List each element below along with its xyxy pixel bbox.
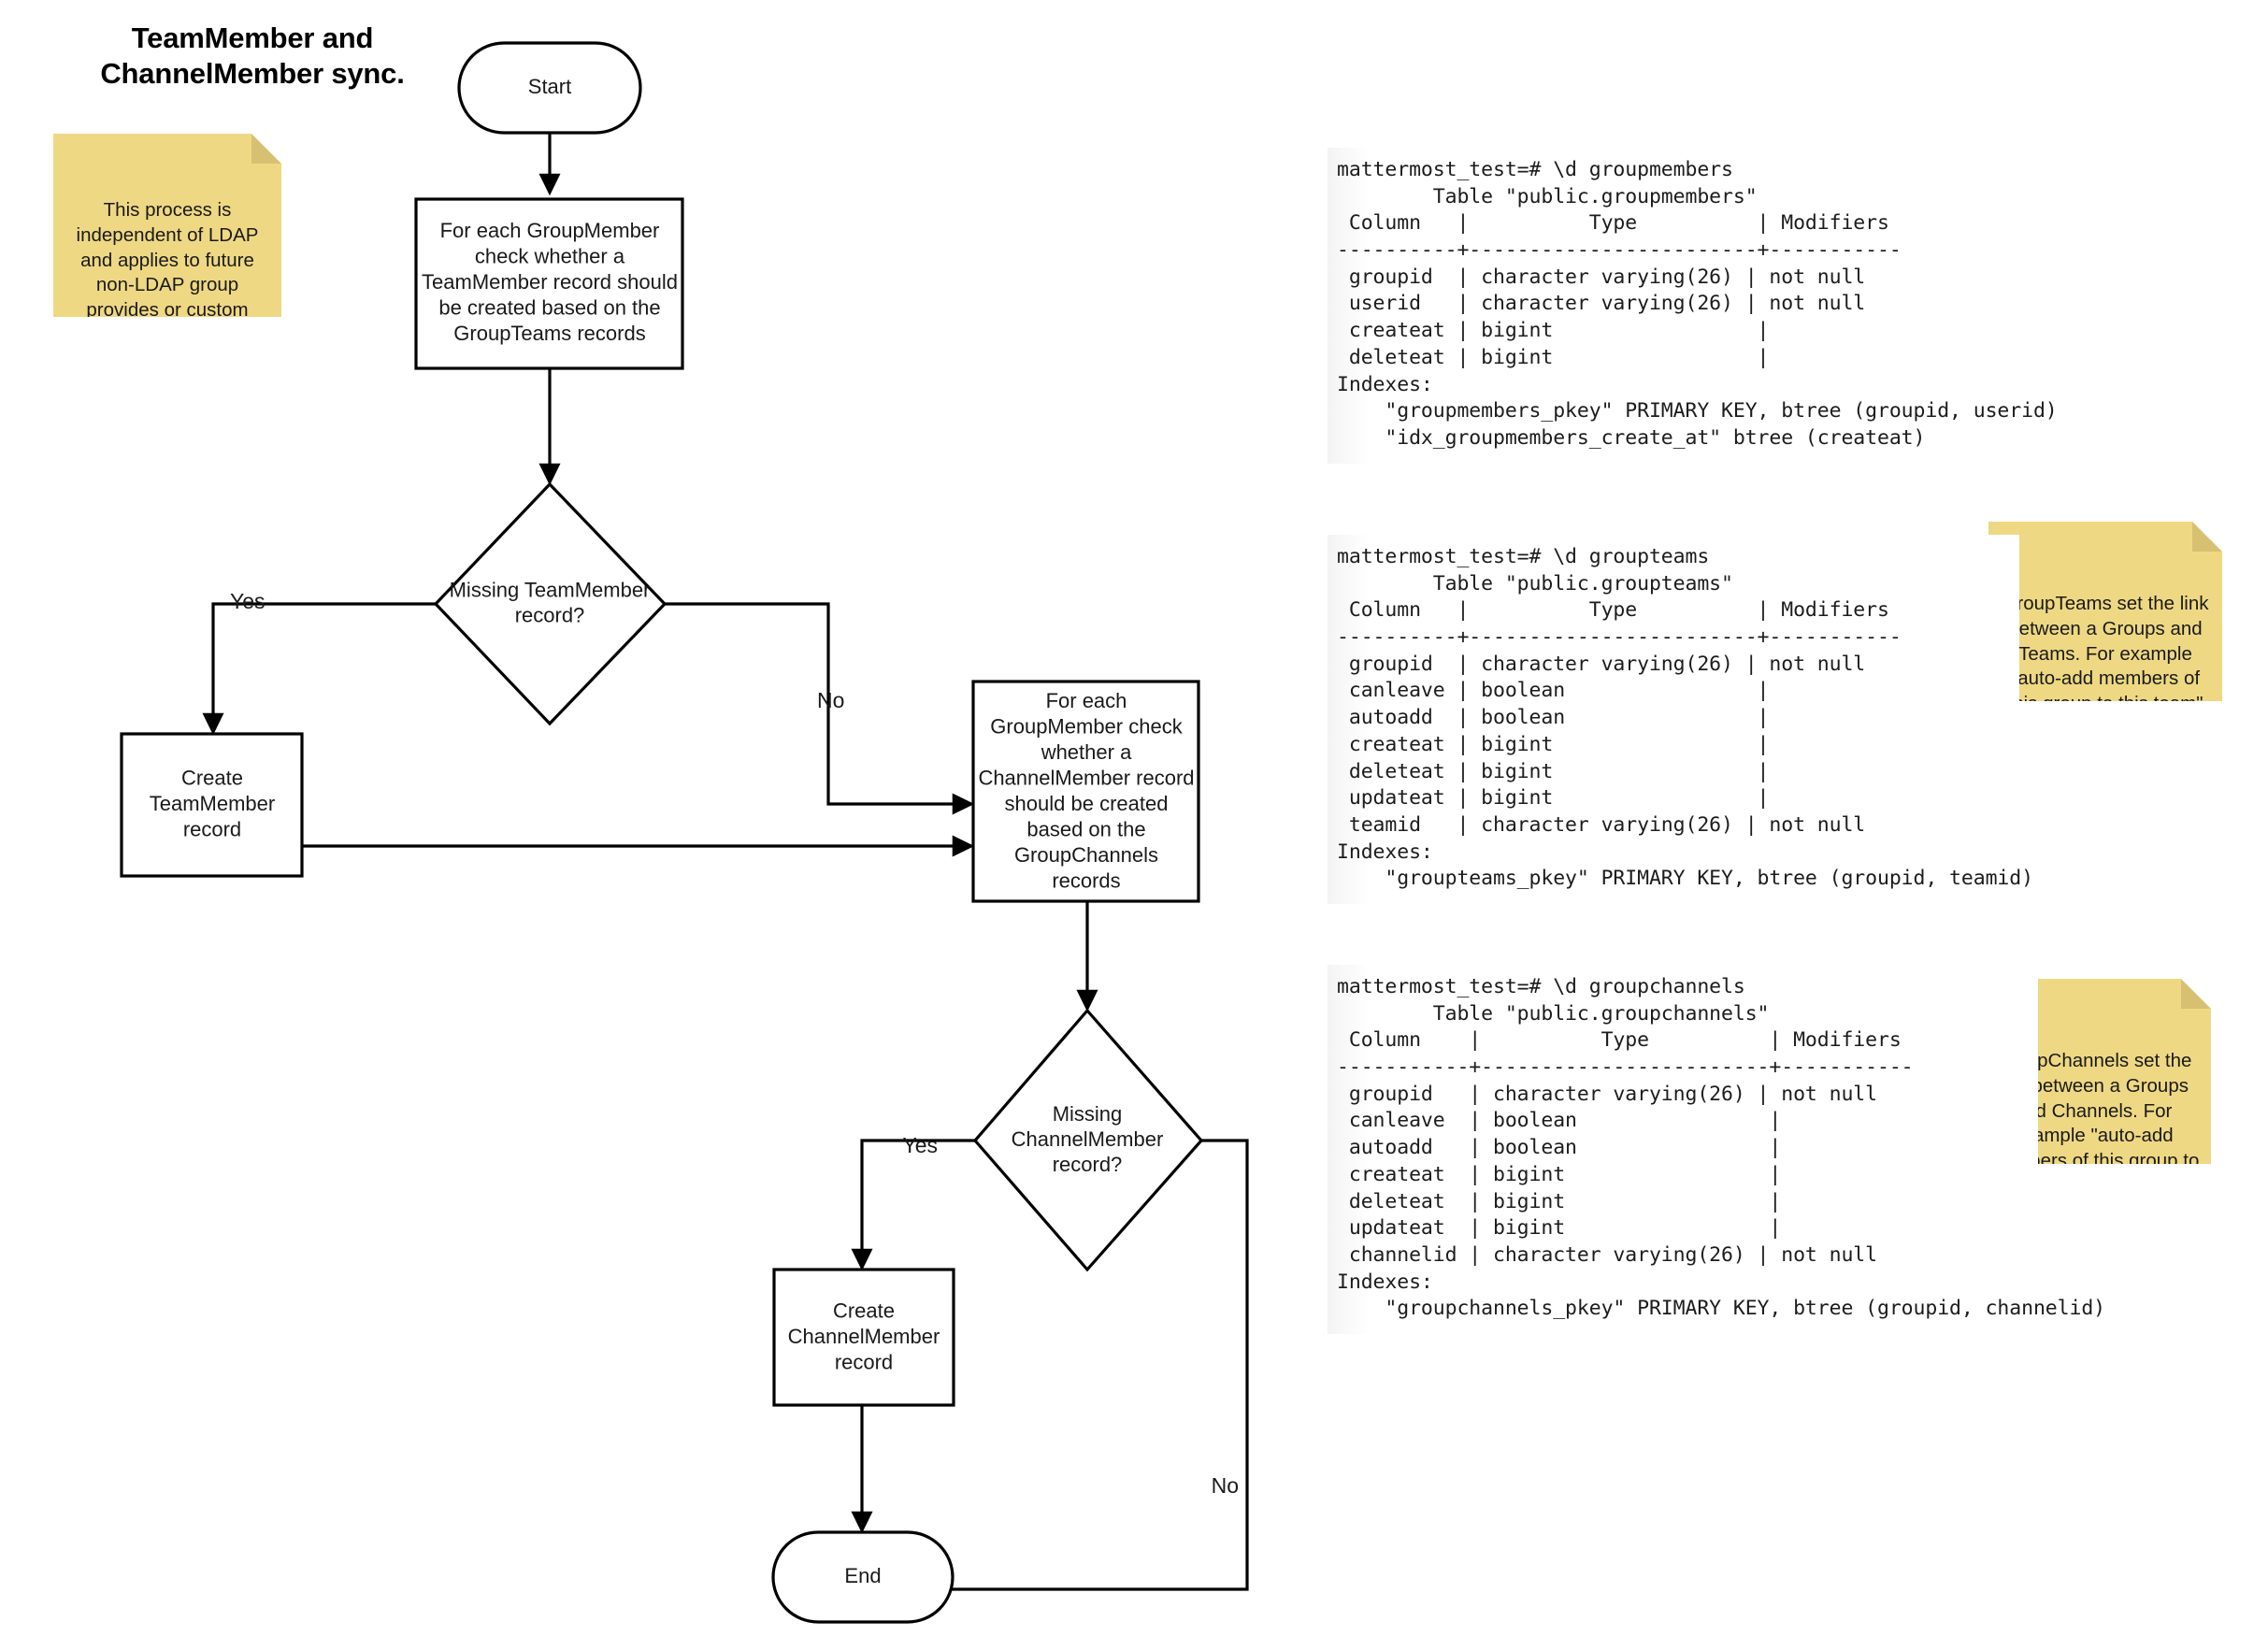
edge-label-channel-yes: Yes [902,1133,938,1157]
terminal-output-groupmembers: mattermost_test=# \d groupmembers Table … [1328,148,2058,464]
flowchart-canvas: Yes No Yes No Start For each GroupMember… [120,41,1249,1624]
sticky-note-ldap-text: This process is independent of LDAP and … [76,199,259,346]
edge-label-team-no: No [817,688,844,712]
edge-decision-channel-no [903,1139,1249,1600]
edge-label-channel-no: No [1212,1473,1239,1498]
sticky-note-ldap: This process is independent of LDAP and … [53,134,281,317]
sticky-note-groupchannels-text: GroupChannels set the link between a Gro… [1987,1050,2200,1197]
sticky-fold-corner-icon [2192,522,2222,552]
edge-decision-channel-yes [851,1139,975,1271]
sticky-note-groupteams-text: GroupTeams set the link between a Groups… [2002,593,2209,714]
svg-text:End: End [844,1564,881,1587]
page-title: TeamMember and ChannelMember sync. [100,22,405,90]
edge-decision-team-no [665,602,975,815]
sticky-note-groupteams: GroupTeams set the link between a Groups… [1988,522,2222,701]
node-end[interactable]: End [771,1530,955,1624]
terminal-output-groupchannels: mattermost_test=# \d groupchannels Table… [1328,965,2105,1334]
edge-label-team-yes: Yes [230,589,266,613]
edge-decision-team-yes [202,602,436,736]
svg-text:Start: Start [528,75,571,98]
sticky-fold-corner-icon [2181,979,2211,1009]
terminal-output-groupteams: mattermost_test=# \d groupteams Table "p… [1328,535,2033,904]
node-start[interactable]: Start [457,41,642,135]
